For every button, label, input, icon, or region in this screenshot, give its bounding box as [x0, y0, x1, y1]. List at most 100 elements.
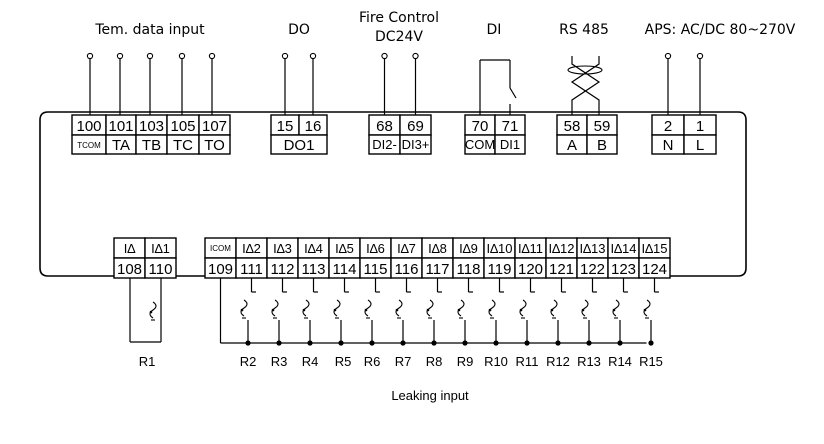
relay-label: R1	[139, 354, 156, 369]
junction-dot	[276, 340, 282, 346]
relay-symbol-r1	[149, 301, 157, 321]
wire-pin	[146, 52, 154, 60]
junction-dot	[524, 340, 530, 346]
header-aps: APS: AC/DC 80~270V	[645, 22, 796, 38]
relay-label: R11	[516, 354, 539, 369]
terminal-label: TB	[142, 137, 161, 154]
terminal-label: TC	[173, 137, 193, 154]
terminal-cell	[494, 134, 526, 155]
junction-dot	[307, 340, 313, 346]
relay-label: R10	[484, 354, 508, 369]
wire-pin	[178, 52, 186, 60]
terminal-label: I∆15	[641, 241, 667, 256]
terminal-label: I∆2	[242, 241, 261, 256]
relay-symbol	[581, 299, 589, 319]
terminal-label: I∆	[124, 241, 136, 256]
terminal-label: A	[567, 137, 577, 154]
terminal-cell	[399, 134, 432, 155]
terminal-number: 108	[117, 261, 142, 278]
terminal-label: TO	[204, 137, 225, 154]
terminal-number: 2	[664, 118, 672, 135]
junction-dot	[338, 340, 344, 346]
relay-symbol	[519, 299, 527, 319]
device-outline	[39, 111, 747, 277]
terminal-label: I∆14	[610, 241, 636, 256]
junction-dot	[648, 340, 654, 346]
terminal-label: I∆5	[335, 241, 354, 256]
relay-symbol	[395, 299, 403, 319]
terminal-number: 124	[642, 261, 667, 278]
terminal-label: I∆10	[486, 241, 512, 256]
relay-label: R12	[546, 354, 570, 369]
relay-label: R7	[395, 354, 412, 369]
terminal-label: I∆1	[151, 241, 170, 256]
terminal-number: 123	[611, 261, 636, 278]
terminal-number: 59	[594, 118, 611, 135]
terminal-label: I∆3	[273, 241, 292, 256]
header-fire-line2: DC24V	[375, 29, 423, 45]
terminal-number: 16	[305, 118, 322, 135]
twisted-wire-a	[571, 56, 601, 115]
terminal-label: TCOM	[77, 141, 101, 150]
terminal-label: N	[663, 137, 674, 154]
relay-symbol	[333, 299, 341, 319]
terminal-number: 58	[564, 118, 581, 135]
relay-symbol	[364, 299, 372, 319]
terminal-label: TA	[112, 137, 130, 154]
terminal-number: 70	[472, 118, 489, 135]
junction-dot	[493, 340, 499, 346]
wire-pin	[412, 52, 419, 60]
terminal-label: I∆13	[579, 241, 605, 256]
terminal-cell	[198, 134, 231, 155]
terminal-number: 110	[149, 261, 173, 278]
junction-dot	[586, 340, 592, 346]
terminal-number: 114	[333, 261, 357, 278]
terminal-label: DO1	[284, 137, 315, 154]
terminal-number: 115	[364, 261, 388, 278]
header-rs485: RS 485	[559, 22, 609, 38]
relay-symbol	[240, 299, 248, 319]
terminal-number: 117	[426, 261, 450, 278]
junction-dot	[245, 340, 251, 346]
relay-label: R4	[302, 354, 319, 369]
terminal-number: 118	[457, 261, 481, 278]
wire-pin	[86, 52, 94, 60]
terminal-number: 1	[696, 118, 704, 135]
wire-pin	[696, 52, 704, 60]
relay-label: R8	[426, 354, 443, 369]
terminal-number: 105	[170, 118, 195, 135]
relay-symbol	[302, 299, 310, 319]
wire-pin	[208, 52, 216, 60]
header-temp: Tem. data input	[94, 22, 205, 38]
terminal-label: B	[597, 137, 607, 154]
terminal-label: I∆6	[366, 241, 385, 256]
junction-dot	[431, 340, 437, 346]
terminal-number: 122	[580, 261, 605, 278]
terminal-number: 69	[407, 118, 424, 135]
terminal-number: 71	[502, 118, 519, 135]
relay-label: R13	[577, 354, 601, 369]
terminal-number: 109	[208, 261, 233, 278]
wire-pin	[381, 52, 388, 60]
terminal-label: ICOM	[210, 244, 231, 253]
bottom-terminals: I∆108I∆1110ICOM109I∆2111I∆3112I∆4113I∆51…	[113, 237, 671, 279]
relay-symbol	[457, 299, 465, 319]
relay-symbol	[643, 299, 651, 319]
relay-label: R6	[364, 354, 381, 369]
wire-pin	[664, 52, 672, 60]
terminal-label: I∆7	[397, 241, 416, 256]
terminal-number: 120	[518, 261, 543, 278]
terminal-number: 101	[108, 118, 133, 135]
terminal-number: 113	[302, 261, 326, 278]
terminal-number: 100	[76, 118, 101, 135]
terminal-cell	[270, 134, 328, 155]
shield-ring	[567, 65, 603, 75]
terminal-label: I∆12	[548, 241, 574, 256]
wire-pin	[116, 52, 124, 60]
terminal-number: 112	[271, 261, 295, 278]
relay-symbol	[426, 299, 434, 319]
terminal-number: 111	[240, 261, 263, 278]
footer-label: Leaking input	[391, 388, 469, 403]
